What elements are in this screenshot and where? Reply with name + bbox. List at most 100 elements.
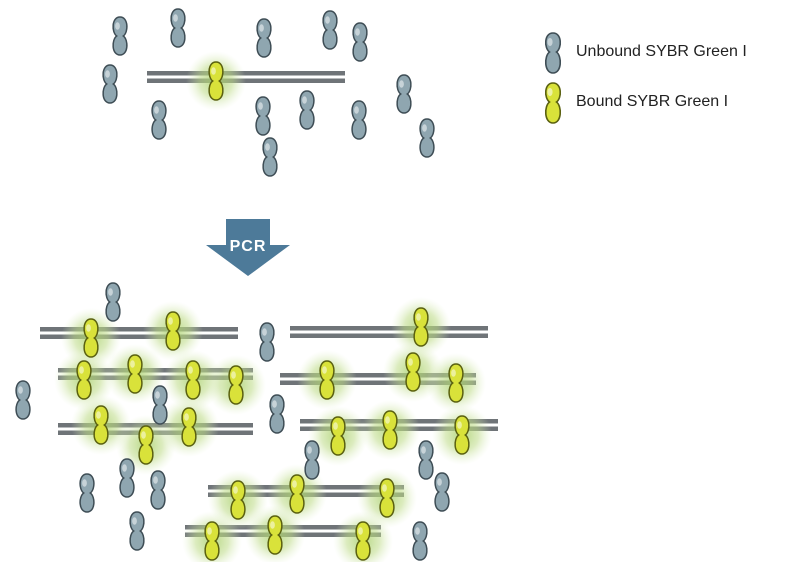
dye-highlight <box>82 479 87 487</box>
unbound-dye <box>419 118 435 158</box>
dye-highlight <box>437 478 442 486</box>
bound-dye <box>93 405 109 445</box>
dye-body <box>299 90 315 130</box>
unbound-dye <box>112 16 128 56</box>
unbound-dye <box>412 521 428 561</box>
dye-body <box>269 394 285 434</box>
dye-body <box>304 440 320 480</box>
bound-dye <box>127 354 143 394</box>
dna-strand-bottom <box>147 78 345 83</box>
dna-double-strand <box>40 327 238 339</box>
dna-strand-top <box>40 327 238 332</box>
bound-dye <box>76 360 92 400</box>
dye-body <box>351 100 367 140</box>
dye-highlight <box>86 324 91 332</box>
dye-body <box>102 64 118 104</box>
dna-strand-top <box>147 71 345 76</box>
dye-body <box>418 440 434 480</box>
unbound-dye <box>102 64 118 104</box>
bound-dye <box>379 478 395 518</box>
dna-strand-bottom <box>40 334 238 339</box>
bound-dye <box>208 61 224 101</box>
dna-strand-top <box>290 326 488 331</box>
dye-body <box>151 100 167 140</box>
dye-highlight <box>270 521 275 529</box>
dye-highlight <box>96 411 101 419</box>
dye-highlight <box>122 464 127 472</box>
unbound-dye <box>170 8 186 48</box>
bound-dye <box>330 416 346 456</box>
dna-strand-bottom <box>280 380 476 385</box>
bound-dye <box>267 515 283 555</box>
dye-body <box>79 473 95 513</box>
unbound-dye <box>151 100 167 140</box>
unbound-dye <box>352 22 368 62</box>
unbound-dye <box>351 100 367 140</box>
dye-body <box>352 22 368 62</box>
dna-strand-top <box>280 373 476 378</box>
dye-highlight <box>354 106 359 114</box>
dye-body <box>412 521 428 561</box>
dye-highlight <box>333 422 338 430</box>
dna-double-strand <box>147 71 345 83</box>
dye-highlight <box>141 431 146 439</box>
dye-highlight <box>415 527 420 535</box>
dye-highlight <box>385 416 390 424</box>
unbound-dye <box>150 470 166 510</box>
unbound-dye <box>105 282 121 322</box>
bound-dye <box>448 363 464 403</box>
dye-highlight <box>292 480 297 488</box>
bound-dye <box>83 318 99 358</box>
unbound-dye <box>119 458 135 498</box>
dye-highlight <box>358 527 363 535</box>
unbound-dye <box>322 10 338 50</box>
unbound-dye-icon <box>545 32 561 74</box>
dye-highlight <box>155 391 160 399</box>
unbound-dye <box>304 440 320 480</box>
dye-body <box>129 511 145 551</box>
dye-highlight <box>105 70 110 78</box>
dye-highlight <box>307 446 312 454</box>
legend-item-bound: Bound SYBR Green I <box>538 80 788 130</box>
dye-highlight <box>322 366 327 374</box>
dye-body <box>150 470 166 510</box>
pcr-arrow: PCR <box>206 219 290 276</box>
bound-dye <box>405 352 421 392</box>
unbound-dye <box>434 472 450 512</box>
dye-highlight <box>457 421 462 429</box>
unbound-dye <box>269 394 285 434</box>
dye-highlight <box>132 517 137 525</box>
dye-highlight <box>421 446 426 454</box>
bound-dye <box>355 521 371 561</box>
dye-body <box>322 10 338 50</box>
dye-highlight <box>184 413 189 421</box>
dye-highlight <box>416 313 421 321</box>
legend-label-bound: Bound SYBR Green I <box>576 93 729 110</box>
dye-highlight <box>154 106 159 114</box>
dye-highlight <box>18 386 23 394</box>
dye-body <box>262 137 278 177</box>
bound-dye <box>204 521 220 561</box>
bound-dye <box>138 425 154 465</box>
dye-body <box>434 472 450 512</box>
dye-highlight <box>265 143 270 151</box>
dye-highlight <box>79 366 84 374</box>
dye-highlight <box>382 484 387 492</box>
dye-highlight <box>130 360 135 368</box>
bound-dye <box>454 415 470 455</box>
legend-item-unbound: Unbound SYBR Green I <box>538 30 788 80</box>
dye-highlight <box>231 371 236 379</box>
dye-highlight <box>207 527 212 535</box>
dye-highlight <box>262 328 267 336</box>
dye-body <box>419 118 435 158</box>
unbound-dye <box>418 440 434 480</box>
arrow-shape <box>206 219 290 276</box>
unbound-dye <box>79 473 95 513</box>
legend: Unbound SYBR Green I Bound SYBR Green I <box>538 30 788 130</box>
dye-highlight <box>259 24 264 32</box>
unbound-dye <box>129 511 145 551</box>
dye-body <box>256 18 272 58</box>
legend-label-unbound: Unbound SYBR Green I <box>576 43 747 60</box>
unbound-dye <box>299 90 315 130</box>
dye-body <box>152 385 168 425</box>
